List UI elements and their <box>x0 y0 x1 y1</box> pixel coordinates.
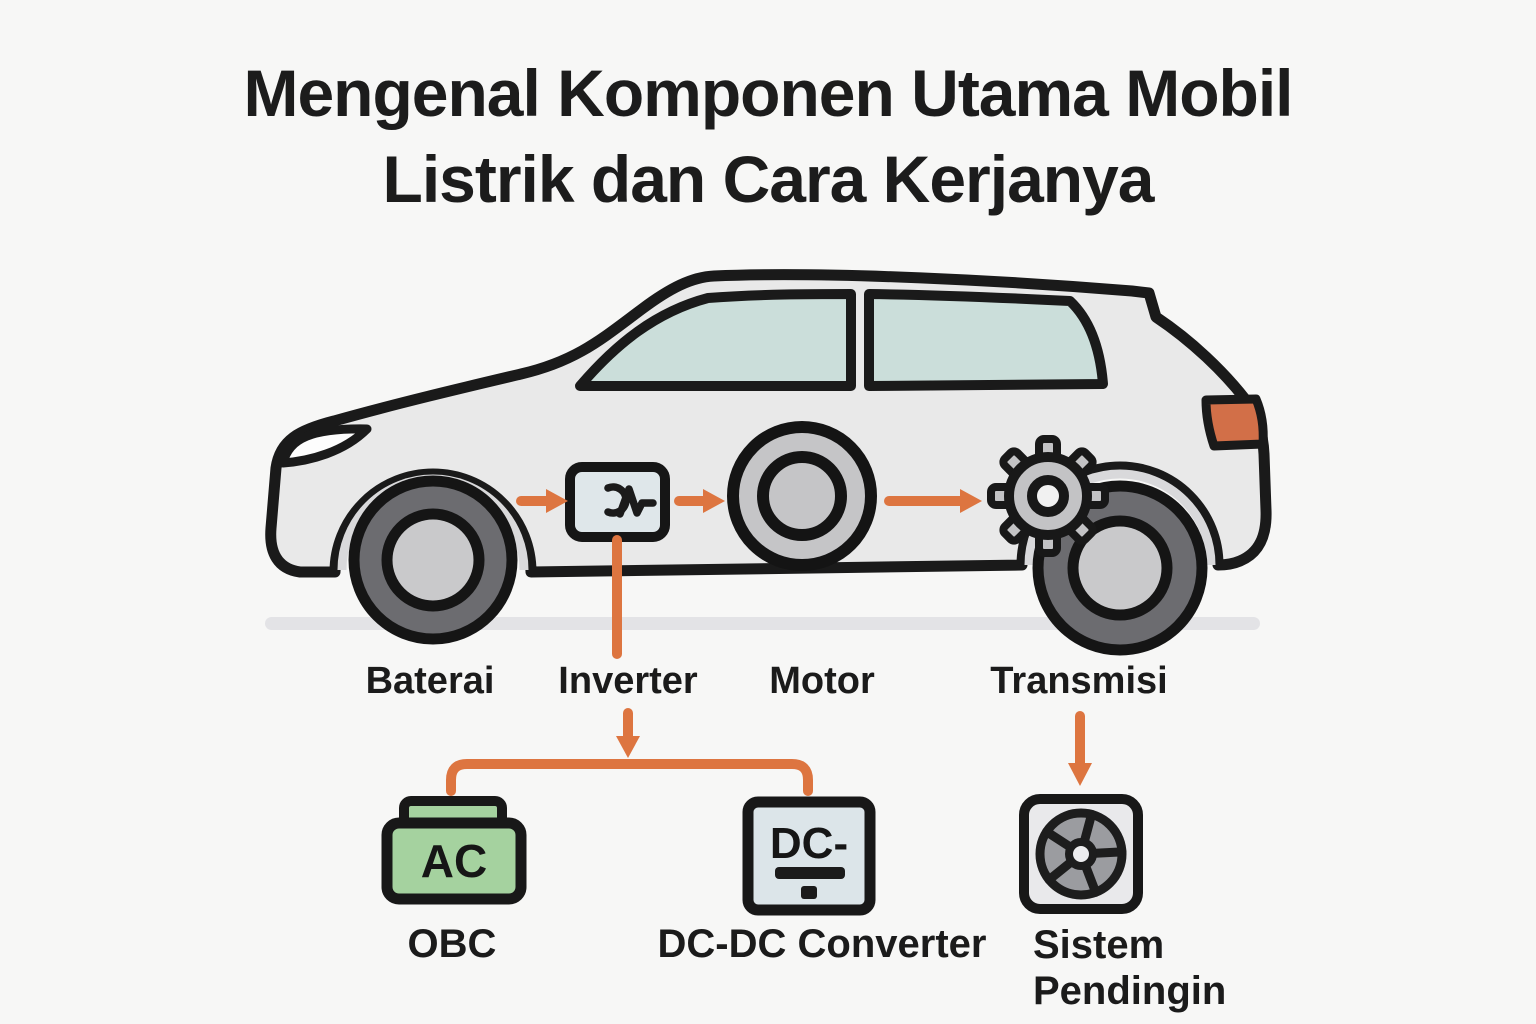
arrow-motor-to-transmission <box>884 489 982 513</box>
page-title: Mengenal Komponen Utama Mobil Listrik da… <box>0 50 1536 222</box>
gear-icon <box>987 435 1109 557</box>
label-inverter: Inverter <box>558 660 698 702</box>
motor-rotor-icon <box>727 421 877 571</box>
label-baterai: Baterai <box>365 660 495 702</box>
ac-charger-icon: AC <box>381 796 527 905</box>
label-sistem-pendingin-line2: Pendingin <box>1033 969 1227 1013</box>
waveform-icon <box>604 483 657 518</box>
flow-arrows <box>516 489 982 513</box>
front-wheel <box>348 475 518 645</box>
inverter-box <box>565 462 670 542</box>
transmisi-down-arrow <box>1068 711 1092 786</box>
page-title-line2: Listrik dan Cara Kerjanya <box>382 142 1155 216</box>
label-obc: OBC <box>407 922 497 966</box>
label-sistem-pendingin-line1: Sistem <box>1033 923 1165 967</box>
bracket-connector <box>446 759 813 796</box>
taillight-icon <box>1201 394 1268 451</box>
label-sistem-pendingin: Sistem Pendingin <box>1033 922 1226 1014</box>
arrow-battery-to-inverter <box>516 489 568 513</box>
obc-icon-text: AC <box>421 835 487 887</box>
headlight-icon <box>278 424 372 468</box>
label-transmisi: Transmisi <box>990 660 1168 702</box>
front-window <box>575 289 856 391</box>
label-dcdc-converter: DC-DC Converter <box>657 922 987 966</box>
inverter-down-arrow <box>616 708 640 758</box>
fan-icon <box>1019 794 1143 914</box>
dc-converter-icon: DC- <box>742 796 876 916</box>
label-motor: Motor <box>769 660 875 702</box>
dcdc-icon-text: DC- <box>770 819 848 868</box>
page-title-line1: Mengenal Komponen Utama Mobil <box>243 56 1293 130</box>
arrow-inverter-to-motor <box>674 489 725 513</box>
rear-window <box>864 289 1108 391</box>
ground-shadow <box>265 617 1260 630</box>
